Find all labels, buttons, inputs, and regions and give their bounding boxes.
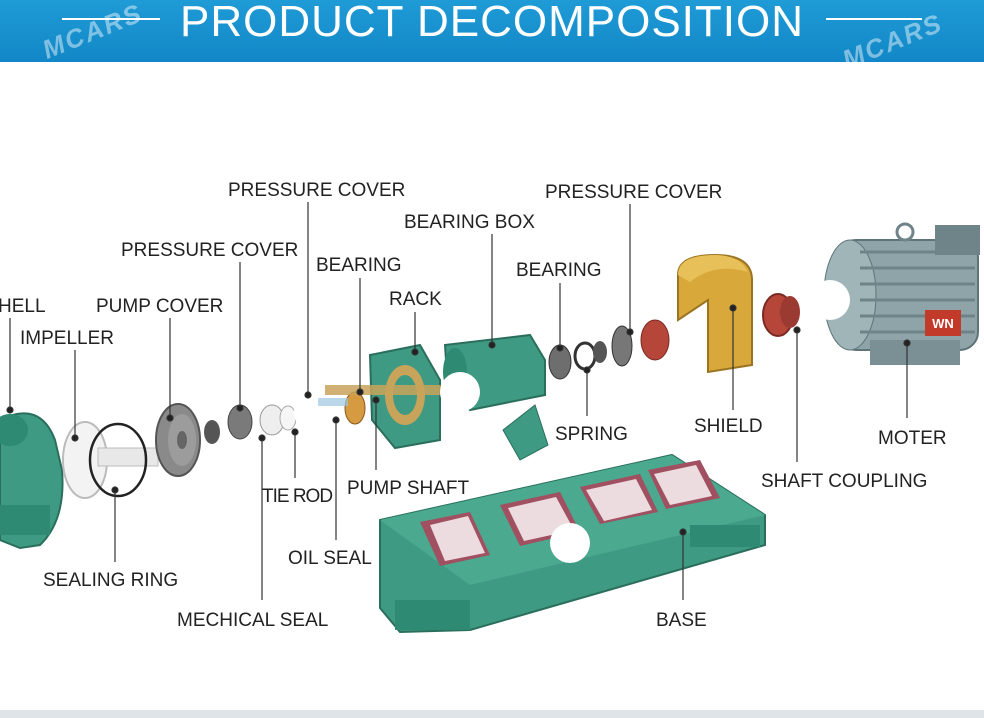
bearing-part-1	[344, 391, 366, 425]
impeller-part	[62, 421, 159, 499]
motor-badge: WN	[932, 316, 954, 331]
shaft-coupling-part	[762, 293, 800, 337]
mechanical-seal-part	[204, 420, 220, 444]
label-pump-shaft: PUMP SHAFT	[347, 478, 470, 499]
pressure-cover-part-3	[611, 325, 633, 367]
pump-cover-part	[155, 403, 201, 477]
label-pressure-cover-3: PRESSURE COVER	[545, 182, 722, 203]
spring-part	[573, 341, 597, 371]
label-pressure-cover-1: PRESSURE COVER	[121, 240, 298, 261]
pump-shaft-part	[325, 385, 545, 395]
label-tie-rod: TIE ROD	[262, 486, 332, 507]
leader-lines	[6, 202, 911, 600]
label-pressure-cover-2: PRESSURE COVER	[228, 180, 405, 201]
label-impeller: IMPELLER	[20, 328, 114, 349]
sealing-ring-part	[88, 422, 148, 498]
label-shield: SHIELD	[694, 416, 763, 437]
mask-circle-2	[440, 372, 480, 412]
base-part	[379, 453, 766, 634]
label-sealing-ring: SEALING RING	[43, 570, 178, 591]
small-coupling-part	[640, 319, 670, 361]
label-bearing-2: BEARING	[516, 260, 602, 281]
mask-circle-3	[810, 280, 850, 320]
support-foot-part	[502, 404, 549, 461]
label-base: BASE	[656, 610, 707, 631]
bottom-strip	[0, 710, 984, 718]
label-pump-cover: PUMP COVER	[96, 296, 223, 317]
header-rule-left	[62, 18, 160, 20]
label-shell: HELL	[0, 296, 46, 317]
shell-part	[0, 412, 64, 550]
shield-part	[677, 253, 753, 374]
label-rack: RACK	[389, 289, 442, 310]
label-mechical-seal: MECHICAL SEAL	[177, 610, 328, 631]
header-banner: PRODUCT DECOMPOSITION MCARS MCARS	[0, 0, 984, 75]
label-shaft-coupling: SHAFT COUPLING	[761, 471, 927, 492]
page-title: PRODUCT DECOMPOSITION	[179, 0, 804, 46]
label-oil-seal: OIL SEAL	[288, 548, 372, 569]
label-bearing-1: BEARING	[316, 255, 402, 276]
rack-part	[368, 343, 441, 450]
header-rule-right	[826, 18, 922, 20]
label-moter: MOTER	[878, 428, 947, 449]
label-bearing-box: BEARING BOX	[404, 212, 535, 233]
label-spring: SPRING	[555, 424, 628, 445]
